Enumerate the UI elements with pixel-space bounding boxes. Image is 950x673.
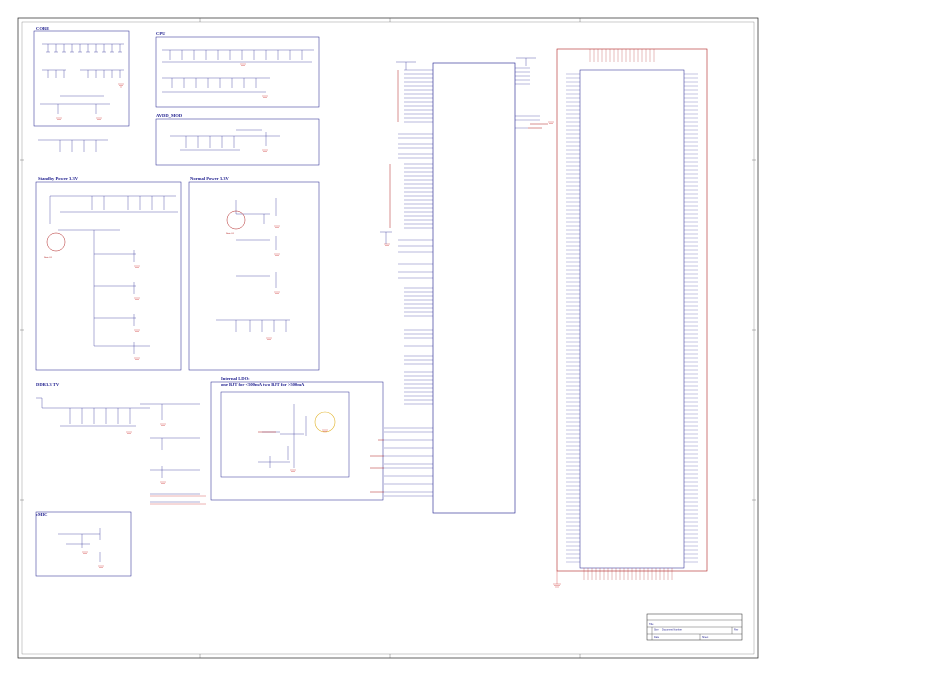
connector-right-pins — [684, 73, 698, 563]
mid-ic-left-nets — [258, 70, 399, 493]
normal-power-block: Normal Power 3.3V Note U1 — [188, 176, 320, 371]
core-ground-symbols — [56, 83, 124, 120]
cpu-cap-rows — [162, 49, 314, 93]
title-block: Title Size Document Number Rev Date Shee… — [646, 613, 743, 641]
standby-title: Standby Power 3.3V — [38, 176, 79, 181]
standby-note: Note U1 — [44, 256, 53, 259]
cpu-title: CPU — [156, 31, 166, 36]
ldo-note-circle — [314, 411, 336, 433]
ldo-title-1: Internal LDO: — [221, 376, 250, 381]
title-block-sheet: Sheet — [702, 636, 709, 639]
cmic-title: cMIC — [36, 512, 47, 517]
core-title: CORE — [36, 26, 49, 31]
ldo-title-2: one BJT for <500mA two BJT for >500mA — [221, 382, 305, 387]
mid-ic-left-pins — [384, 69, 433, 497]
internal-ldo-block: Internal LDO: one BJT for <500mA two BJT… — [210, 376, 384, 501]
normal-regulator-circle — [226, 210, 246, 230]
connector-top-pins — [589, 49, 655, 62]
sheet-border-outer — [17, 17, 759, 659]
title-block-doc: Document Number — [662, 629, 682, 632]
core-cap-row — [38, 43, 124, 152]
connector-left-pins — [566, 73, 580, 563]
frame-ticks — [20, 18, 756, 658]
normal-note: Note U1 — [226, 232, 235, 235]
cpu-block: CPU — [155, 31, 320, 108]
misc-power-nets — [380, 57, 536, 244]
title-block-date: Date — [654, 636, 660, 639]
title-block-rev: Rev — [734, 629, 739, 632]
ddr-title: DDR3.3 TV — [36, 382, 60, 387]
avdd-block: AVDD_MOD — [155, 113, 320, 166]
normal-title: Normal Power 3.3V — [190, 176, 230, 181]
ddr-block: DDR3.3 TV — [36, 382, 206, 505]
sheet-border-inner — [21, 21, 755, 655]
connector-bottom-pins — [583, 568, 673, 580]
standby-power-block: Standby Power 3.3V Note U1 — [35, 176, 182, 371]
cmic-block: cMIC — [35, 511, 132, 577]
standby-regulator-circle — [46, 232, 66, 252]
main-ic-middle — [258, 62, 554, 514]
connector-right — [553, 48, 708, 588]
title-block-title: Title — [649, 623, 654, 626]
mid-ic-right-pins — [515, 67, 540, 129]
avdd-title: AVDD_MOD — [156, 113, 183, 118]
title-block-size: Size — [654, 629, 659, 632]
core-block: CORE — [33, 26, 130, 152]
